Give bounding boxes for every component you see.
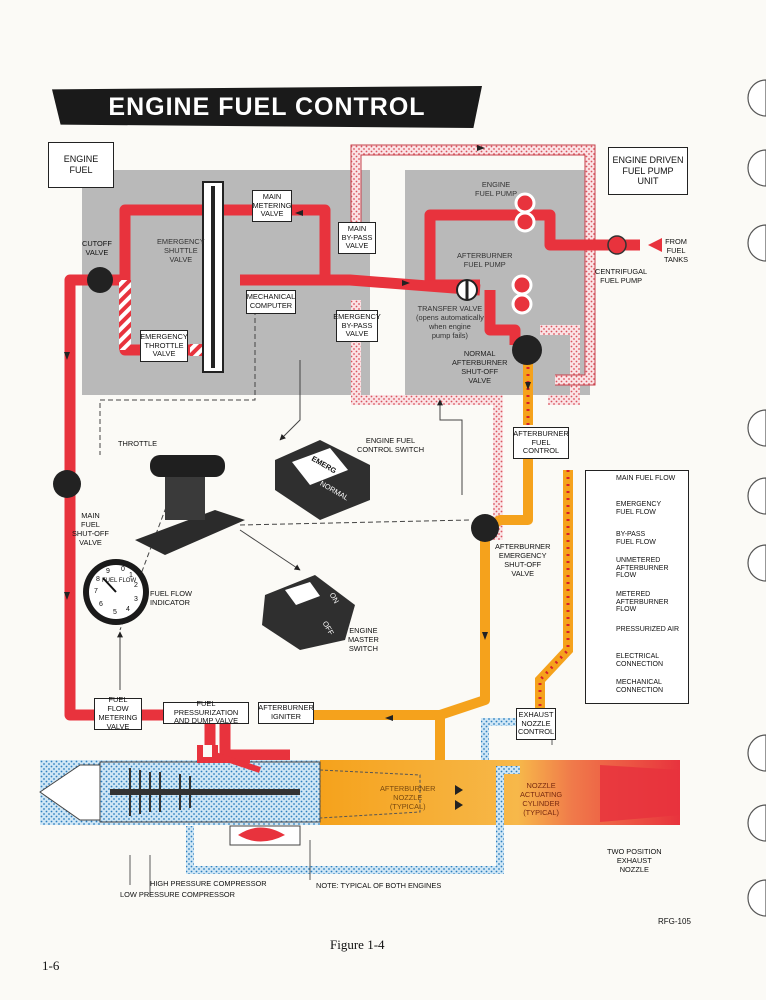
legend-label: BY-PASS FUEL FLOW	[616, 531, 656, 546]
gauge-number: 5	[113, 609, 117, 616]
legend-bypass-fuel-flow: BY-PASS FUEL FLOW	[616, 531, 656, 546]
legend-emergency-fuel-flow: EMERGENCY FUEL FLOW	[616, 501, 661, 516]
binder-hole	[747, 79, 766, 117]
gauge-number: 1	[129, 572, 133, 579]
main-fuel-shutoff-valve-icon	[53, 470, 81, 498]
fuel-flow-indicator-label: FUEL FLOW INDICATOR	[150, 589, 193, 607]
transfer-valve-label: TRANSFER VALVE (opens automatically when…	[416, 304, 484, 340]
reference-code: RFG-105	[658, 917, 691, 926]
binder-hole	[747, 477, 766, 515]
binder-holes	[747, 79, 766, 917]
unmetered-afterburner-lines	[523, 360, 573, 710]
afterburner-fuel-injection	[197, 745, 261, 773]
emergency-bypass-valve-box: EMERGENCY BY-PASS VALVE	[333, 310, 381, 342]
binder-hole	[747, 224, 766, 262]
fuel-flow-metering-valve-box: FUEL FLOW METERING VALVE	[94, 695, 142, 731]
leader-lines	[129, 712, 553, 896]
legend-unmetered-afterburner: UNMETERED AFTERBURNER FLOW	[616, 557, 669, 580]
gauge-number: 9	[106, 568, 110, 575]
legend-mechanical: MECHANICAL CONNECTION	[616, 679, 663, 694]
nozzle-actuating-cylinder-label: NOZZLE ACTUATING CYLINDER (TYPICAL)	[520, 781, 563, 817]
normal-afterburner-shutoff-label: NORMAL AFTERBURNER SHUT-OFF VALVE	[452, 349, 508, 385]
bypass-flow-lines	[351, 145, 595, 540]
figure-caption: Figure 1-4	[330, 937, 385, 952]
emergency-shuttle-valve-label: EMERGENCY SHUTTLE VALVE	[157, 237, 205, 264]
legend-pressurized-air: PRESSURIZED AIR	[616, 626, 679, 634]
legend-electrical: ELECTRICAL CONNECTION	[616, 653, 663, 668]
engine-fuel-pump-label: ENGINE FUEL PUMP	[475, 180, 518, 198]
normal-afterburner-shutoff-valve-icon	[512, 335, 542, 365]
gauge-number: 3	[134, 596, 138, 603]
mechanical-computer-box: MECHANICAL COMPUTER	[246, 290, 296, 314]
main-bypass-valve-box: MAIN BY-PASS VALVE	[338, 222, 376, 254]
gauge-number: 8	[96, 576, 100, 583]
emergency-throttle-valve-box: EMERGENCY THROTTLE VALVE	[140, 330, 188, 362]
engine-master-switch-label: ENGINE MASTER SWITCH	[348, 626, 379, 653]
bypass-outline	[350, 144, 596, 386]
fuel-inlet-arrow-icon	[648, 238, 662, 252]
throttle-quadrant-icon	[135, 455, 245, 555]
binder-hole	[747, 734, 766, 772]
legend-label: METERED AFTERBURNER FLOW	[616, 591, 669, 614]
pressurized-air-lines	[186, 718, 520, 874]
legend-label: MAIN FUEL FLOW	[616, 475, 676, 482]
legend-label: EMERGENCY FUEL FLOW	[616, 501, 662, 516]
legend-label: PRESSURIZED AIR	[616, 626, 680, 633]
low-pressure-compressor-label: LOW PRESSURE COMPRESSOR	[120, 890, 235, 899]
high-pressure-compressor-label: HIGH PRESSURE COMPRESSOR	[150, 879, 267, 888]
flow-arrows	[64, 145, 531, 721]
binder-hole	[747, 409, 766, 447]
emergency-fuel-flow-segment	[119, 280, 131, 350]
cutoff-valve-label: CUTOFF VALVE	[82, 239, 112, 257]
page-number: 1-6	[42, 958, 60, 973]
main-fuel-shutoff-valve-label: MAIN FUEL SHUT-OFF VALVE	[72, 511, 109, 547]
engine-cutaway	[39, 760, 680, 846]
from-fuel-tanks-label: FROM FUEL TANKS	[664, 237, 689, 264]
gauge-number: 4	[126, 606, 130, 613]
cutoff-valve-icon	[87, 267, 113, 293]
engine-master-switch-icon	[262, 575, 355, 650]
diagram-title: ENGINE FUEL CONTROL SYSTEM	[52, 86, 482, 128]
gauge-face-label: FUEL FLOW	[102, 578, 137, 584]
afterburner-fuel-pump-label: AFTERBURNER FUEL PUMP	[457, 251, 513, 269]
afterburner-nozzle-label: AFTERBURNER NOZZLE (TYPICAL)	[380, 784, 436, 811]
afterburner-emergency-shutoff-label: AFTERBURNER EMERGENCY SHUT-OFF VALVE	[495, 542, 551, 578]
engine-fuel-pump-icon	[514, 192, 536, 233]
engine-driven-pump-box: ENGINE DRIVEN FUEL PUMP UNIT	[608, 147, 688, 195]
binder-hole	[747, 804, 766, 842]
legend: MAIN FUEL FLOW EMERGENCY FUEL FLOW BY-PA…	[585, 470, 689, 704]
binder-hole	[747, 879, 766, 917]
legend-label: UNMETERED AFTERBURNER FLOW	[616, 557, 669, 580]
engine-fuel-box: ENGINE FUEL	[48, 142, 114, 188]
centrifugal-pump-icon	[607, 235, 627, 255]
afterburner-fuel-pump-icon	[511, 274, 533, 315]
engine-note: NOTE: TYPICAL OF BOTH ENGINES	[316, 881, 442, 890]
gauge-number: 2	[134, 582, 138, 589]
exhaust-nozzle-control-box: EXHAUST NOZZLE CONTROL	[516, 708, 556, 740]
binder-hole	[747, 544, 766, 582]
two-position-nozzle-label: TWO POSITION EXHAUST NOZZLE	[607, 847, 662, 874]
engine-fuel-control-switch-icon	[275, 440, 370, 520]
afterburner-emergency-shutoff-valve-icon	[471, 514, 499, 542]
centrifugal-pump-label: CENTRIFUGAL FUEL PUMP	[595, 267, 648, 285]
main-metering-valve-box: MAIN METERING VALVE	[252, 190, 292, 222]
legend-label: MECHANICAL CONNECTION	[616, 679, 664, 694]
valves	[53, 267, 542, 542]
gauge-number: 6	[99, 601, 103, 608]
fuel-flow-gauge-icon	[83, 559, 149, 625]
afterburner-fuel-control-box: AFTERBURNER FUEL CONTROL	[513, 427, 569, 459]
throttle-label: THROTTLE	[118, 439, 158, 448]
binder-hole	[747, 149, 766, 187]
gauge-number: 0	[121, 566, 125, 573]
engine-fuel-control-switch-label: ENGINE FUEL CONTROL SWITCH	[357, 436, 425, 454]
legend-metered-afterburner: METERED AFTERBURNER FLOW	[616, 591, 669, 614]
legend-main-fuel-flow: MAIN FUEL FLOW	[616, 475, 675, 483]
afterburner-igniter-box: AFTERBURNER IGNITER	[258, 702, 314, 724]
legend-label: ELECTRICAL CONNECTION	[616, 653, 664, 668]
fuel-pressurization-dump-valve-box: FUEL PRESSURIZATION AND DUMP VALVE	[163, 699, 249, 725]
gauge-number: 7	[94, 588, 98, 595]
